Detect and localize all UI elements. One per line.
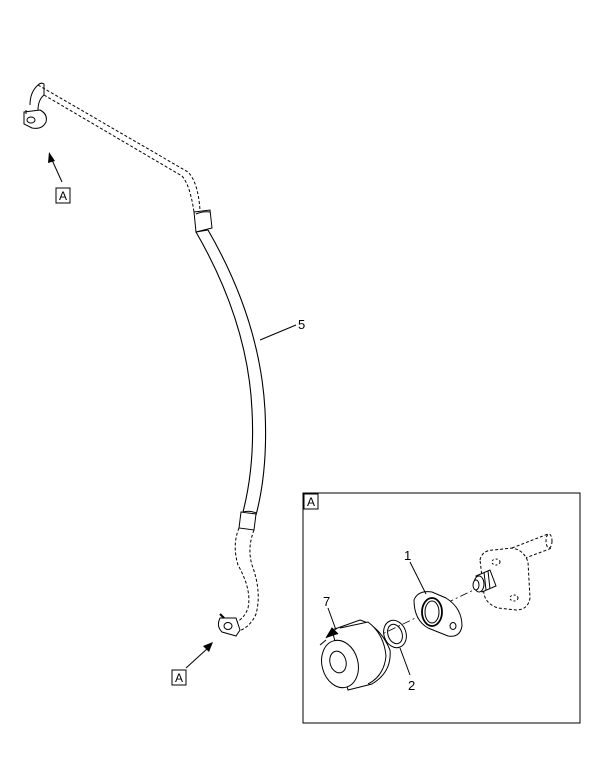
upper-hose-tube bbox=[29, 82, 201, 213]
upper-crimp-sleeve bbox=[193, 209, 213, 233]
view-ref-detail: A bbox=[307, 495, 315, 509]
view-ref-upper: A bbox=[59, 189, 67, 203]
main-hose bbox=[195, 229, 267, 516]
gasket-callout: 1 bbox=[404, 548, 411, 563]
lower-hose-tube bbox=[231, 527, 259, 633]
fitting-leader-line bbox=[327, 607, 337, 631]
mounting-block bbox=[479, 533, 553, 611]
lower-crimp-sleeve bbox=[238, 510, 257, 531]
view-arrow-lower: A bbox=[171, 642, 213, 686]
lower-end-fitting bbox=[217, 613, 241, 637]
view-ref-lower: A bbox=[175, 671, 183, 685]
gasket bbox=[413, 591, 463, 637]
view-arrow-upper: A bbox=[48, 152, 71, 204]
washer-leader-line bbox=[399, 647, 411, 676]
detail-view-box: A bbox=[302, 492, 581, 724]
hose-callout: 5 bbox=[298, 317, 305, 332]
washer-callout: 2 bbox=[408, 678, 415, 693]
washer bbox=[383, 619, 407, 649]
upper-end-fitting bbox=[23, 109, 47, 129]
hose-leader-line bbox=[259, 324, 297, 341]
gasket-leader-line bbox=[409, 561, 427, 595]
fitting-callout: 7 bbox=[323, 594, 330, 609]
fitting bbox=[319, 619, 391, 691]
exploded-centerline bbox=[344, 582, 489, 653]
mounting-stud bbox=[472, 569, 497, 593]
